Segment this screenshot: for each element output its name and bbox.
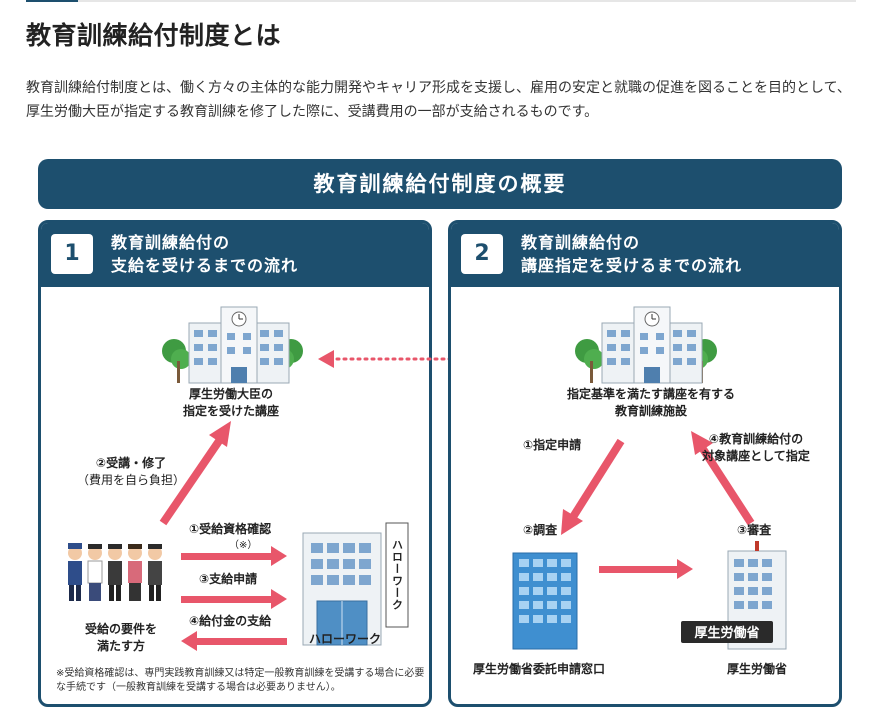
footnote: ※受給資格確認は、専門実践教育訓練又は特定一般教育訓練を受講する場合に必要な手続…	[56, 668, 425, 693]
panel-title-line1: 教育訓練給付の	[111, 233, 231, 252]
panel-number: 2	[461, 234, 503, 274]
school-building-icon	[162, 306, 303, 384]
step4-label: ④教育訓練給付の 対象講座として指定	[691, 431, 821, 465]
hellowork-sign: ハローワーク	[391, 539, 404, 611]
arrow-attend-icon	[159, 421, 231, 526]
arrow-review-icon	[599, 559, 693, 579]
overview-diagram: 教育訓練給付制度の概要 1 教育訓練給付の 支給を受けるまでの流れ	[38, 159, 842, 707]
course-label-line1: 厚生労働大臣の	[188, 387, 273, 401]
step3-label: ③審査	[737, 523, 772, 537]
person-label: 受給の要件を 満たす方	[61, 621, 181, 655]
step4-label-line2: 対象講座として指定	[702, 449, 810, 463]
diagram-banner: 教育訓練給付制度の概要	[38, 159, 842, 209]
top-rule	[26, 0, 856, 2]
ministry-building-icon	[681, 541, 787, 650]
top-rule-accent	[26, 0, 78, 2]
panel-title: 教育訓練給付の 支給を受けるまでの流れ	[111, 231, 298, 277]
arrow-designation-result-icon	[691, 431, 755, 526]
course-label-line2: 指定を受けた講座	[182, 404, 279, 418]
office-label: 厚生労働省委託申請窓口	[473, 662, 606, 676]
ministry-sign: 厚生労働省	[694, 625, 759, 641]
arrow-designation-request-icon	[561, 438, 625, 535]
facility-label: 指定基準を満たす講座を有する 教育訓練施設	[541, 386, 761, 420]
step2-label: ②調査	[523, 523, 558, 537]
hellowork-building-icon	[302, 522, 409, 646]
step2-label-line1: ②受講・修了	[95, 456, 167, 470]
office-tower-icon	[512, 552, 578, 650]
arrow-eligibility-icon	[181, 546, 287, 566]
step1-note: （※）	[229, 540, 258, 551]
training-facility-icon	[575, 306, 717, 384]
person-label-line2: 満たす方	[96, 639, 145, 653]
facility-label-line1: 指定基準を満たす講座を有する	[566, 387, 735, 401]
person-label-line1: 受給の要件を	[84, 622, 157, 636]
facility-label-line2: 教育訓練施設	[614, 404, 687, 418]
panel-number: 1	[51, 234, 93, 274]
step1-label: ①受給資格確認	[189, 522, 272, 536]
arrow-application-icon	[181, 589, 287, 609]
step4-label-line1: ④教育訓練給付の	[708, 432, 804, 446]
panel-title: 教育訓練給付の 講座指定を受けるまでの流れ	[521, 231, 742, 277]
step4-label: ④給付金の支給	[189, 614, 272, 628]
panel1-illustration: ハローワーク	[68, 306, 409, 651]
step2-label-line2: （費用を自ら負担）	[76, 473, 185, 487]
panel-course-designation: 2 教育訓練給付の 講座指定を受けるまでの流れ	[448, 220, 842, 707]
panel-header: 1 教育訓練給付の 支給を受けるまでの流れ	[41, 223, 429, 287]
arrow-payment-icon	[181, 631, 287, 651]
intro-paragraph: 教育訓練給付制度とは、働く方々の主体的な能力開発やキャリア形成を支援し、雇用の安…	[26, 80, 851, 120]
panel2-illustration: 厚生労働省	[512, 306, 787, 650]
ministry-label: 厚生労働省	[727, 662, 788, 676]
step2-label: ②受講・修了 （費用を自ら負担）	[71, 455, 191, 489]
hellowork-label: ハローワーク	[309, 632, 382, 646]
step1-label: ①指定申請	[523, 438, 582, 452]
course-label: 厚生労働大臣の 指定を受けた講座	[151, 386, 311, 420]
panel-benefit-flow: 1 教育訓練給付の 支給を受けるまでの流れ	[38, 220, 432, 707]
page-title: 教育訓練給付制度とは	[26, 21, 282, 50]
people-group-icon	[68, 543, 162, 601]
panel-header: 2 教育訓練給付の 講座指定を受けるまでの流れ	[451, 223, 839, 287]
panel-title-line1: 教育訓練給付の	[521, 233, 641, 252]
panel-title-line2: 支給を受けるまでの流れ	[111, 256, 299, 275]
step3-label: ③支給申請	[199, 572, 258, 586]
panel-title-line2: 講座指定を受けるまでの流れ	[521, 256, 743, 275]
